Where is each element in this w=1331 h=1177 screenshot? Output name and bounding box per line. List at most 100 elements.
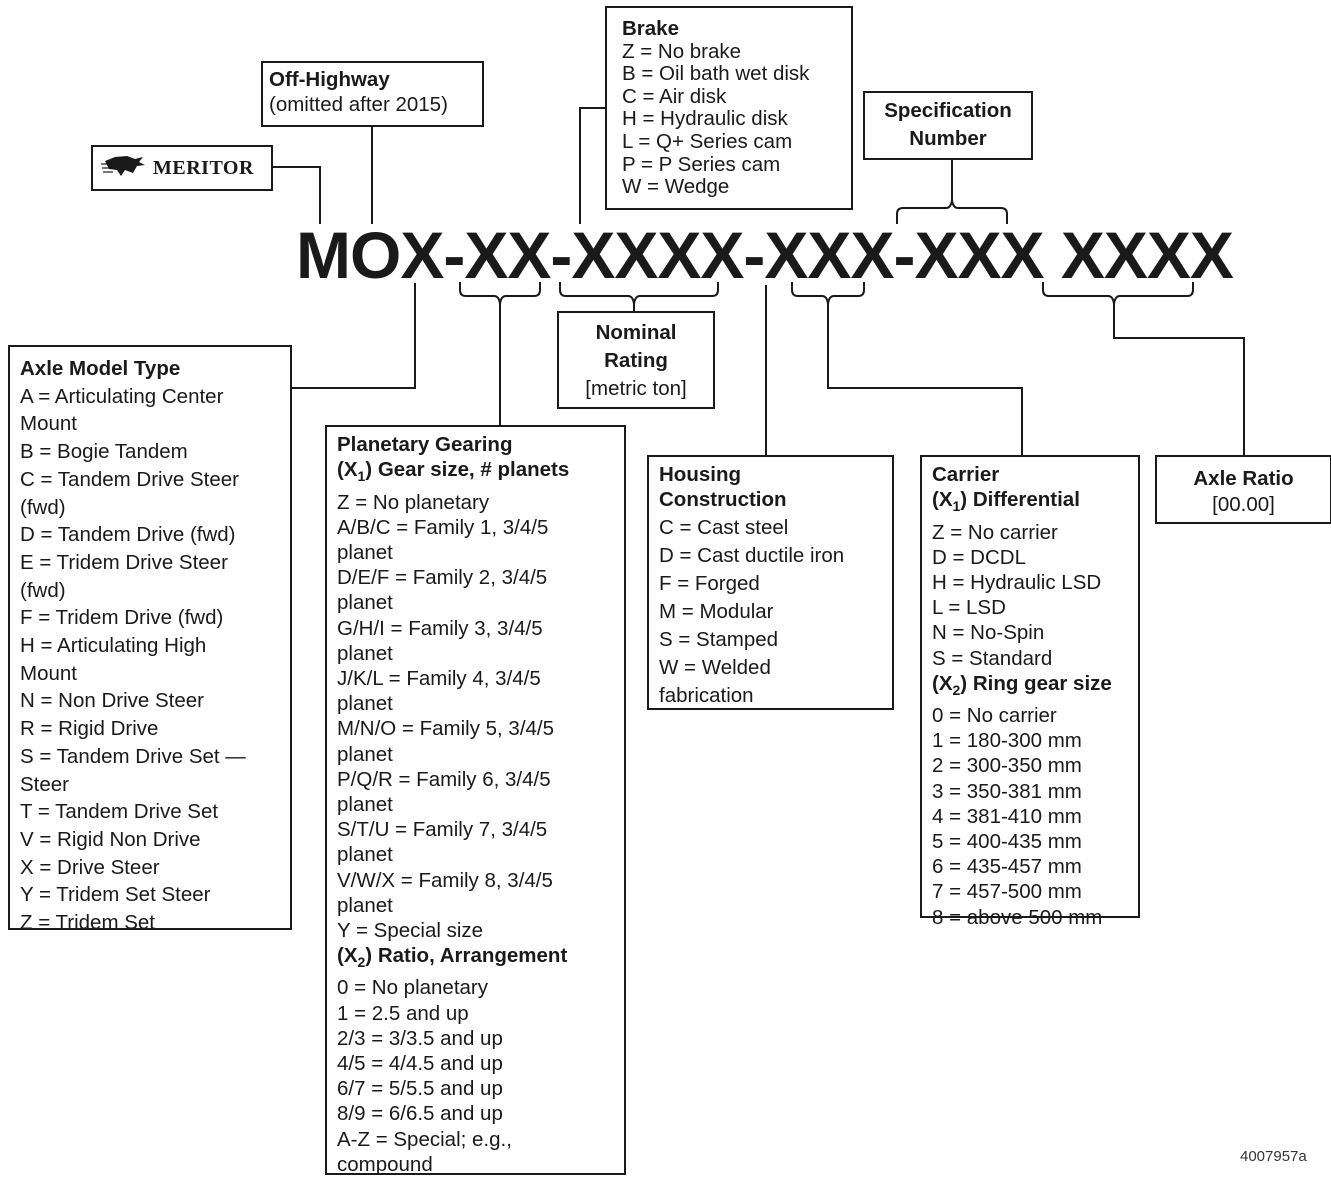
list-item: fabrication	[659, 684, 754, 708]
x2-sub: 2	[357, 954, 366, 971]
ratio-connector	[1113, 304, 1245, 455]
list-item: planet	[337, 641, 393, 665]
list-item: C = Cast steel	[659, 516, 789, 540]
list-item: 1 = 180-300 mm	[932, 729, 1082, 753]
carrier-x1-rest: ) Differential	[960, 488, 1080, 512]
list-item: planet	[337, 792, 393, 816]
list-item: planet	[337, 591, 393, 615]
list-item: 5 = 400-435 mm	[932, 830, 1082, 854]
specification-box: Specification Number	[863, 91, 1033, 160]
off-highway-title: Off-Highway	[269, 68, 390, 91]
list-item: (fwd)	[20, 578, 66, 602]
nominal-rating-title: Nominal	[595, 321, 677, 344]
list-item: Mount	[20, 412, 77, 436]
carrier-connector	[827, 304, 1023, 455]
x1-prefix: (X	[337, 458, 358, 482]
list-item: 4/5 = 4/4.5 and up	[337, 1052, 503, 1076]
meritor-logo: MERITOR	[91, 145, 273, 191]
list-item: P = P Series cam	[622, 152, 781, 176]
list-item: J/K/L = Family 4, 3/4/5	[337, 666, 541, 690]
list-item: H = Articulating High	[20, 634, 207, 658]
carrier-x2-sub: 2	[952, 681, 961, 698]
list-item: B = Bogie Tandem	[20, 440, 188, 464]
carrier-box: Carrier (X1) Differential Z = No carrier…	[920, 455, 1140, 929]
list-item: 2/3 = 3/3.5 and up	[337, 1026, 503, 1050]
nominal-rating-title-2: Rating	[604, 349, 668, 372]
list-item: compound	[337, 1152, 433, 1176]
logo-connector	[273, 166, 321, 224]
list-item: T = Tandem Drive Set	[20, 800, 219, 824]
list-item: V/W/X = Family 8, 3/4/5	[337, 868, 553, 892]
list-item: E = Tridem Drive Steer	[20, 550, 228, 574]
list-item: F = Forged	[659, 572, 760, 596]
list-item: D = Cast ductile iron	[659, 544, 845, 568]
axle-ratio-format: [00.00]	[1212, 493, 1275, 516]
list-item: R = Rigid Drive	[20, 717, 159, 741]
off-highway-box: Off-Highway (omitted after 2015)	[261, 61, 484, 127]
list-item: 3 = 350-381 mm	[932, 779, 1082, 803]
specification-title: Specification	[884, 99, 1012, 122]
list-item: D = Tandem Drive (fwd)	[20, 523, 236, 547]
list-item: planet	[337, 540, 393, 564]
list-item: Steer	[20, 772, 69, 796]
list-item: H = Hydraulic disk	[622, 107, 788, 131]
list-item: V = Rigid Non Drive	[20, 827, 201, 851]
list-item: 6/7 = 5/5.5 and up	[337, 1077, 503, 1101]
logo-wordmark: MERITOR	[153, 156, 254, 179]
list-item: M = Modular	[659, 600, 774, 624]
list-item: planet	[337, 893, 393, 917]
list-item: Z = No carrier	[932, 520, 1058, 544]
list-item: Z = No planetary	[337, 490, 490, 514]
list-item: 0 = No planetary	[337, 976, 488, 1000]
list-item: planet	[337, 742, 393, 766]
list-item: S/T/U = Family 7, 3/4/5	[337, 818, 548, 842]
list-item: D/E/F = Family 2, 3/4/5	[337, 566, 548, 590]
list-item: N = No-Spin	[932, 621, 1045, 645]
list-item: W = Wedge	[622, 175, 730, 199]
figure-id: 4007957a	[1240, 1148, 1307, 1165]
bull-icon	[101, 153, 147, 184]
carrier-x1-prefix: (X	[932, 488, 953, 512]
planetary-x1-heading: (X1) Gear size, # planets	[337, 457, 624, 489]
list-item: A-Z = Special; e.g.,	[337, 1127, 512, 1151]
brake-connector	[579, 107, 605, 224]
list-item: W = Welded	[659, 656, 771, 680]
list-item: L = Q+ Series cam	[622, 129, 793, 153]
list-item: S = Stamped	[659, 628, 779, 652]
list-item: D = DCDL	[932, 545, 1026, 569]
carrier-x1-sub: 1	[952, 498, 961, 515]
planetary-x2-heading: (X2) Ratio, Arrangement	[337, 943, 624, 975]
axle-ratio-title: Axle Ratio	[1193, 467, 1294, 490]
axle-model-type-title: Axle Model Type	[20, 357, 181, 380]
list-item: 8 = above 500 mm	[932, 905, 1103, 929]
x1-rest: ) Gear size, # planets	[365, 458, 570, 482]
list-item: Y = Special size	[337, 918, 484, 942]
housing-title-2: Construction	[659, 488, 787, 512]
list-item: S = Tandem Drive Set —	[20, 744, 246, 768]
specification-title-2: Number	[909, 127, 987, 150]
carrier-x1-heading: (X1) Differential	[932, 487, 1138, 519]
x1-sub: 1	[357, 468, 366, 485]
list-item: Y = Tridem Set Steer	[20, 883, 211, 907]
list-item: N = Non Drive Steer	[20, 689, 204, 713]
list-item: P/Q/R = Family 6, 3/4/5	[337, 767, 551, 791]
list-item: 1 = 2.5 and up	[337, 1001, 469, 1025]
x2-prefix: (X	[337, 944, 358, 968]
planetary-gearing-box: Planetary Gearing (X1) Gear size, # plan…	[325, 425, 626, 1177]
list-item: S = Standard	[932, 646, 1053, 670]
list-item: 6 = 435-457 mm	[932, 855, 1082, 879]
list-item: B = Oil bath wet disk	[622, 62, 810, 86]
list-item: planet	[337, 843, 393, 867]
carrier-x2-heading: (X2) Ring gear size	[932, 671, 1138, 703]
nominal-rating-box: Nominal Rating [metric ton]	[557, 311, 715, 409]
list-item: H = Hydraulic LSD	[932, 570, 1102, 594]
brake-title: Brake	[622, 17, 679, 40]
list-item: C = Tandem Drive Steer	[20, 467, 239, 491]
